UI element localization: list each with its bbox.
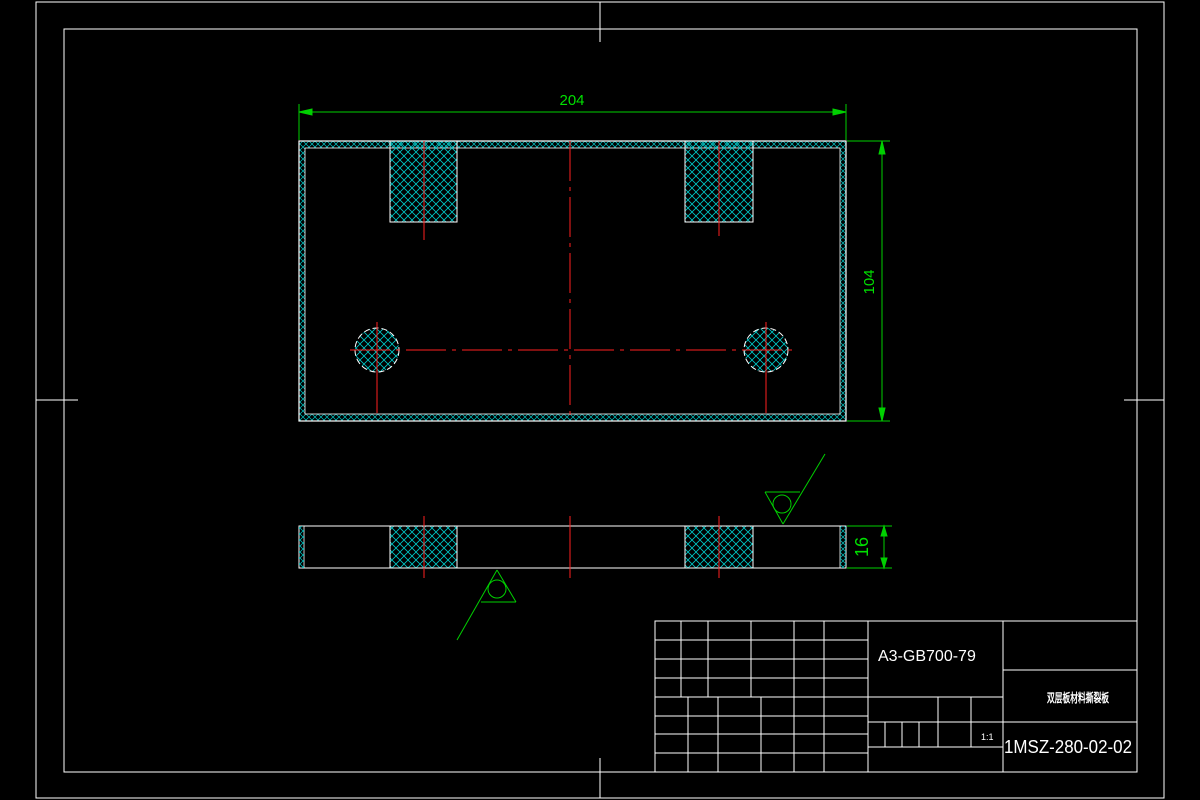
- plate-outline-inner: [304, 147, 841, 415]
- title-block-material: A3-GB700-79: [878, 648, 976, 665]
- title-block-scale: 1:1: [981, 732, 994, 742]
- side-plate-outline: [298, 525, 847, 569]
- side-edge-hatch-right: [840, 526, 846, 568]
- roughness-symbol-top: [764, 453, 826, 525]
- dimension-width-label: 204: [559, 92, 584, 109]
- title-block: [654, 620, 1138, 773]
- front-view: [298, 140, 847, 422]
- dimension-height: [847, 140, 890, 422]
- roughness-symbol-bottom: [456, 569, 517, 641]
- dimension-thickness: [847, 524, 892, 570]
- title-block-drawing-number: 1MSZ-280-02-02: [1004, 737, 1132, 757]
- side-edge-hatch-left: [299, 526, 304, 568]
- centerlines-front: [350, 141, 795, 421]
- centerlines-side: [423, 516, 720, 578]
- plate-outline-outer: [298, 140, 847, 422]
- title-block-part-name: 双层板材料撕裂板: [1047, 690, 1110, 705]
- side-view: [298, 516, 847, 578]
- plate-edge-hatch: [299, 141, 846, 421]
- dimension-thickness-label: 16: [852, 537, 872, 557]
- dimension-height-label: 104: [861, 269, 878, 294]
- dimension-width: [298, 104, 847, 140]
- outer-border: [35, 1, 1165, 799]
- sheet-frame: [35, 1, 1165, 799]
